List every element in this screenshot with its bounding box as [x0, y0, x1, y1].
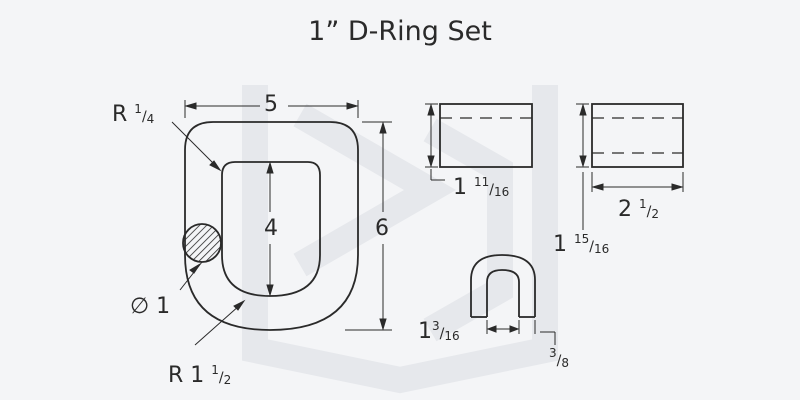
dim-outer-height-lines [345, 121, 392, 331]
leader-lines [171, 121, 246, 346]
dim-outer-height-label: 6 [375, 216, 389, 241]
dim-block-large-width-label: 2 1/2 [618, 197, 659, 222]
dim-block-large-height-label: 1 15/16 [553, 232, 610, 257]
dim-radius-bottom-label: R 1 1/2 [168, 363, 232, 388]
block-large [591, 103, 684, 168]
dim-radius-top-label: R 1/4 [112, 102, 155, 127]
dim-clip-gap-label: 3/8 [549, 346, 569, 370]
dim-diameter-label: ∅ 1 [130, 294, 171, 319]
d-ring-outline [184, 121, 359, 331]
block-small [439, 103, 533, 168]
page-title: 1” D-Ring Set [308, 16, 492, 47]
dim-inner-height-lines [266, 161, 274, 297]
dim-width-label: 5 [264, 92, 278, 117]
dim-block-large-lines [576, 103, 684, 230]
dim-width-lines [184, 100, 359, 118]
u-clip [470, 254, 536, 318]
dim-block-small-height [425, 103, 445, 181]
dim-clip-lines [486, 320, 556, 345]
cross-section-circle [182, 223, 222, 263]
dim-block-small-height-label: 1 11/16 [453, 175, 510, 200]
watermark-logo [242, 85, 558, 394]
dim-inner-height-label: 4 [264, 216, 278, 241]
dim-clip-width-label: 13/16 [418, 319, 460, 344]
